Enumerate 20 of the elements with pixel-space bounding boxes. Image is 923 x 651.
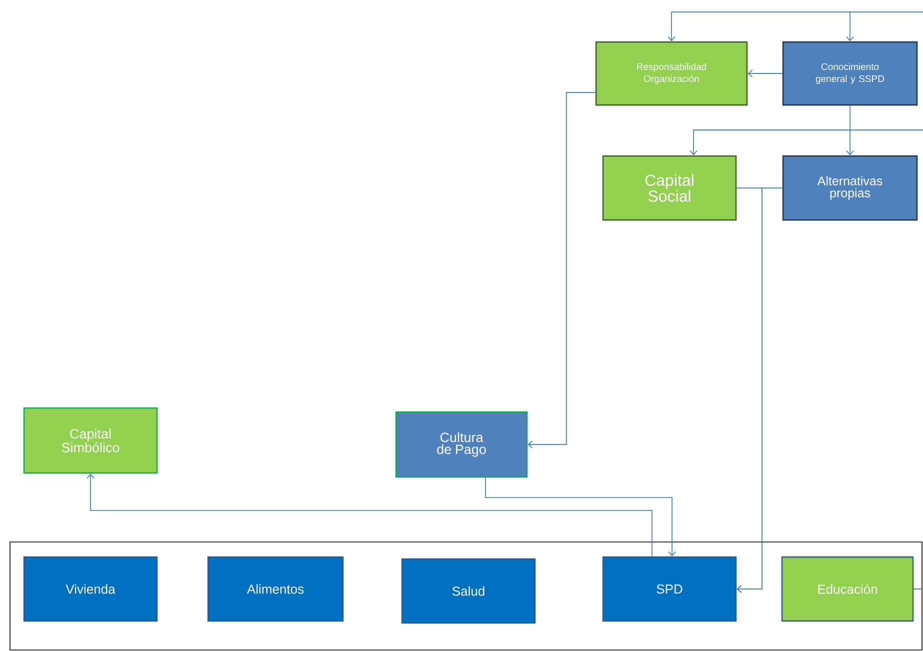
category-box: Alimentos <box>207 556 344 622</box>
category-box: SPD <box>602 556 737 622</box>
arrow <box>86 474 652 557</box>
concept-box: Capital Simbólico <box>23 407 158 474</box>
arrow <box>748 70 783 78</box>
category-box: Educación <box>781 556 914 622</box>
arrow <box>736 188 783 593</box>
arrow <box>485 477 676 556</box>
frame-box <box>10 542 922 650</box>
category-box: Salud <box>401 558 536 624</box>
arrow <box>690 130 923 156</box>
concept-box: Cultura de Pago <box>395 411 528 478</box>
concept-box: Conocimiento general y SSPD <box>782 41 918 106</box>
concept-box: Capital Social <box>602 155 737 221</box>
concept-box: Alternativas propias <box>782 155 918 221</box>
arrow <box>846 105 854 156</box>
arrow <box>846 12 923 42</box>
concept-box: Responsabilidad Organización <box>595 41 748 106</box>
arrow <box>528 92 596 448</box>
category-box: Vivienda <box>23 556 158 622</box>
